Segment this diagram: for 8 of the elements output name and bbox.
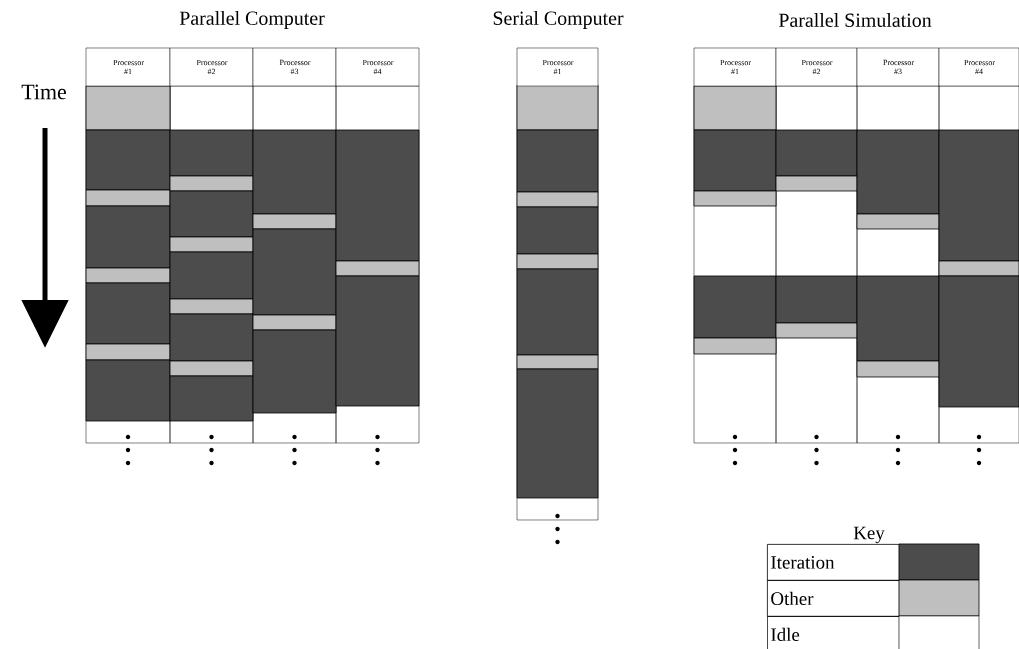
- legend-label: Other: [767, 580, 900, 617]
- heading: Serial Computer: [493, 10, 624, 29]
- legend-label: Idle: [767, 616, 900, 649]
- heading: Parallel Computer: [179, 10, 325, 29]
- heading: Parallel Simulation: [778, 13, 932, 27]
- heading: Time: [21, 84, 66, 100]
- heading: Key: [853, 526, 885, 544]
- legend-label: Iteration: [767, 544, 900, 581]
